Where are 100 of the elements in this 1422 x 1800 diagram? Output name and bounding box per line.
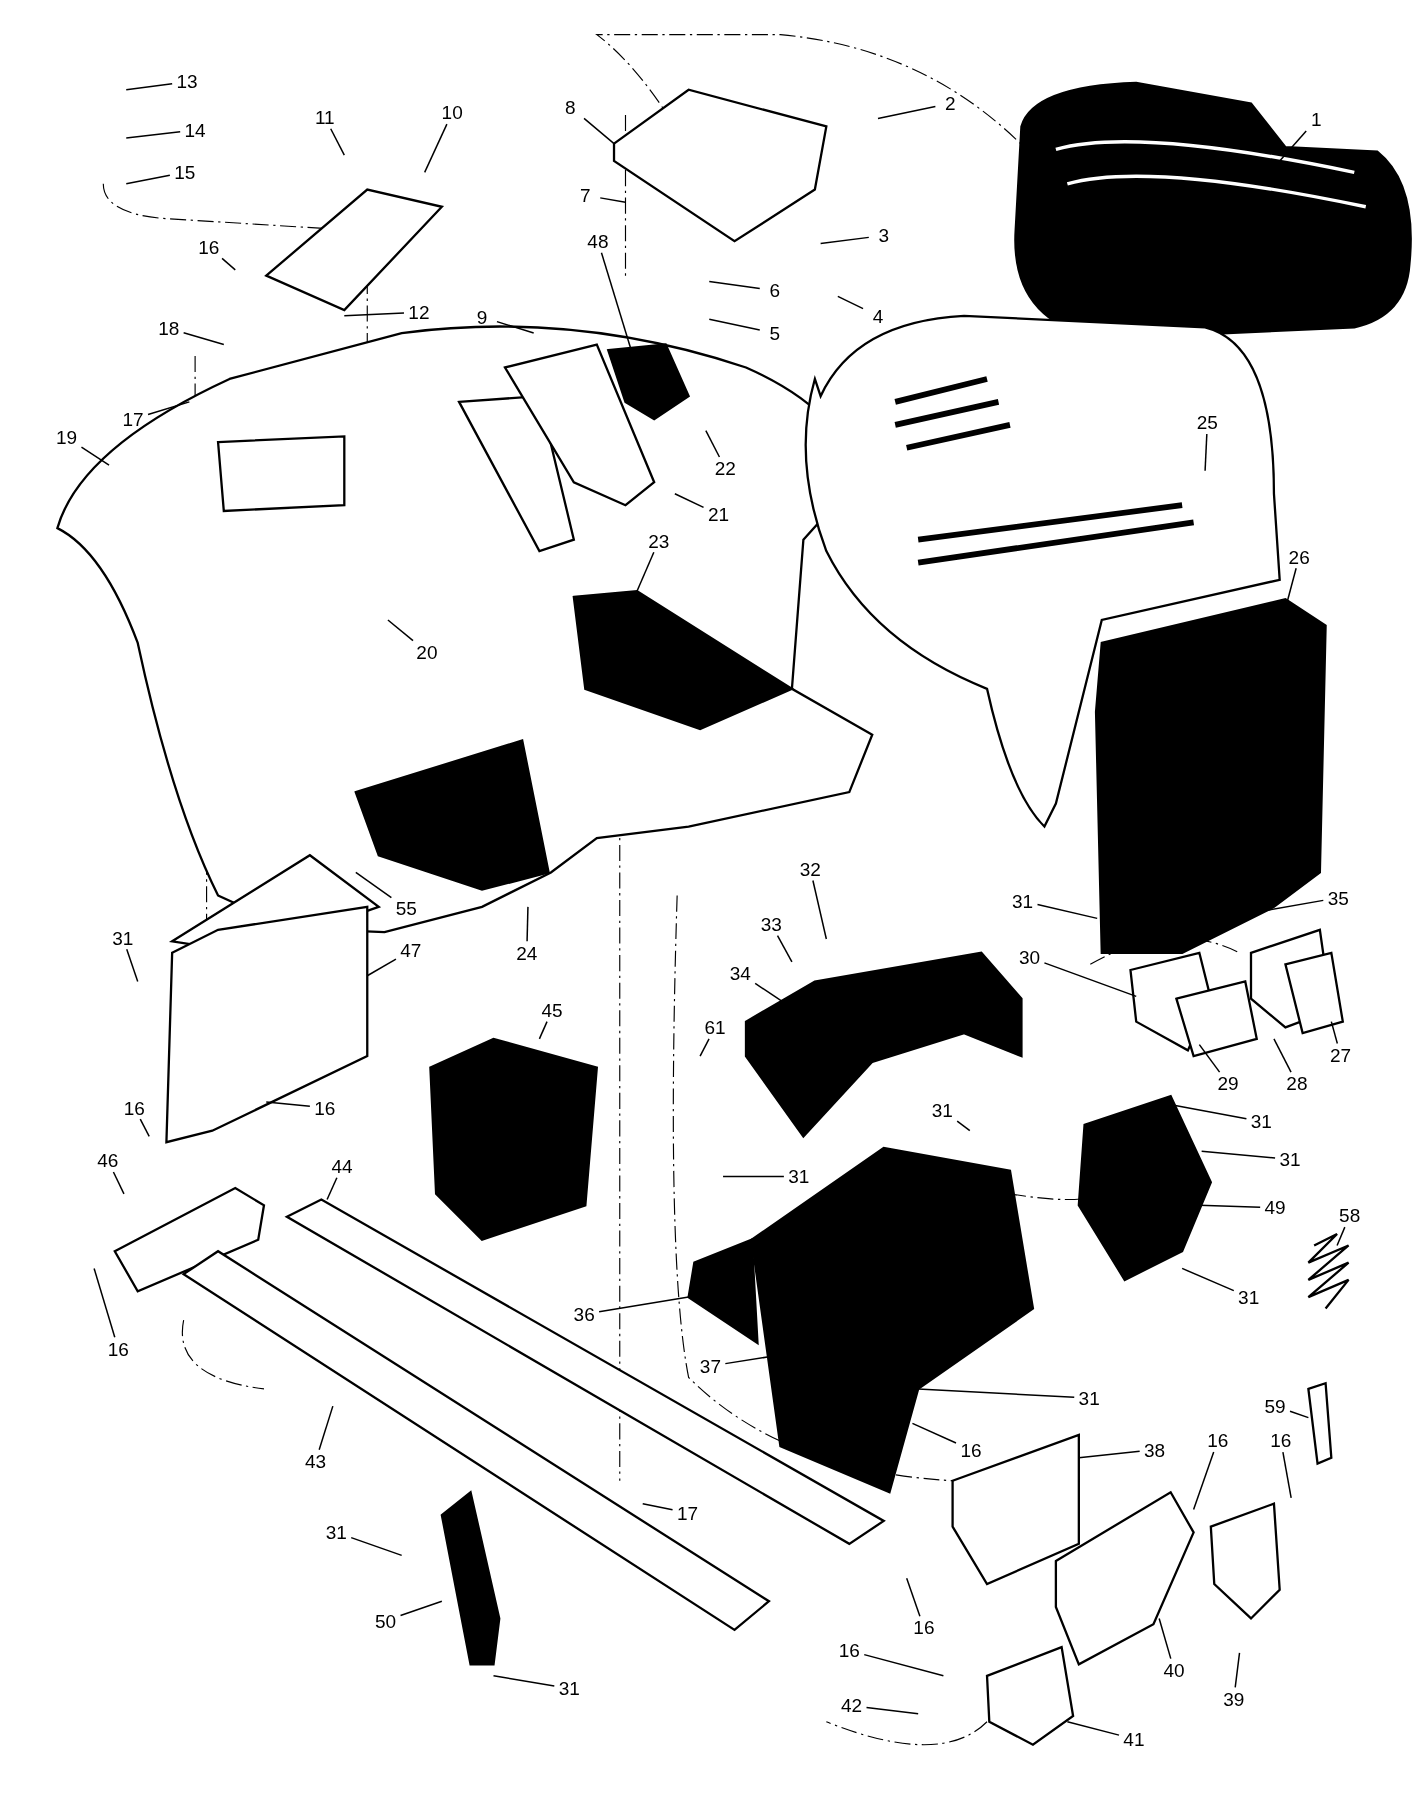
callout-number: 47 — [399, 940, 423, 960]
leader-line — [819, 236, 870, 245]
leader-line — [387, 619, 414, 642]
leader-line — [423, 123, 448, 174]
callout-number: 18 — [157, 318, 181, 338]
leader-line — [708, 280, 761, 290]
leader-line — [326, 1177, 338, 1201]
leader-line — [812, 879, 828, 940]
leader-line — [112, 1171, 125, 1195]
leader-line — [598, 1296, 690, 1313]
leader-line — [139, 1118, 150, 1138]
callout-number: 23 — [647, 531, 671, 551]
callout-number: 31 — [1011, 891, 1035, 911]
leader-line — [877, 105, 937, 120]
leader-line — [837, 295, 864, 310]
leader-line — [1289, 1410, 1310, 1419]
callout-number: 16 — [912, 1617, 936, 1637]
callout-number: 2 — [944, 93, 957, 113]
callout-number: 7 — [579, 185, 592, 205]
leader-line — [526, 906, 529, 943]
callout-number: 31 — [324, 1522, 348, 1542]
callout-number: 16 — [837, 1640, 861, 1660]
callout-number: 9 — [475, 307, 489, 327]
callout-number: 30 — [1017, 947, 1042, 967]
leader-line — [355, 871, 393, 899]
callout-number: 31 — [787, 1166, 811, 1186]
callout-number: 34 — [728, 963, 752, 983]
callout-number: 10 — [440, 102, 464, 122]
callout-number: 58 — [1338, 1205, 1362, 1225]
callout-number: 25 — [1195, 412, 1219, 432]
leader-line — [1204, 433, 1208, 472]
callout-number: 16 — [959, 1440, 983, 1460]
leader-line — [126, 948, 139, 983]
callout-number: 17 — [675, 1503, 700, 1523]
callout-number: 31 — [930, 1100, 954, 1120]
callout-number: 13 — [175, 72, 199, 91]
leader-line — [911, 1422, 957, 1444]
callout-number: 5 — [768, 323, 781, 343]
leader-line — [1278, 130, 1307, 162]
leader-line — [221, 257, 237, 271]
callout-number: 48 — [586, 231, 610, 251]
leader-line — [1158, 1617, 1172, 1660]
callout-number: 28 — [1285, 1073, 1309, 1093]
callout-number: 36 — [572, 1304, 596, 1324]
callout-number: 44 — [330, 1156, 354, 1176]
leader-line — [80, 446, 110, 466]
leader-line — [705, 429, 721, 458]
callout-number: 16 — [197, 237, 221, 257]
leader-line — [1234, 1652, 1241, 1689]
leader-line — [125, 82, 173, 91]
leader-line — [1078, 1450, 1141, 1459]
callout-number: 16 — [1206, 1430, 1230, 1450]
leader-line — [496, 320, 535, 334]
callout-number: 38 — [1143, 1440, 1167, 1460]
leader-line — [1066, 1721, 1120, 1736]
leader-line — [492, 1675, 556, 1687]
callout-number: 31 — [1237, 1287, 1261, 1307]
callout-number: 26 — [1287, 547, 1311, 567]
callout-number: 1 — [1310, 109, 1323, 129]
leader-line — [1181, 1267, 1235, 1292]
callout-number: 37 — [698, 1356, 722, 1376]
leader-line — [399, 1600, 443, 1617]
leader-line — [182, 332, 225, 346]
callout-number: 50 — [374, 1611, 398, 1631]
callout-number: 27 — [1328, 1045, 1353, 1065]
callout-number: 31 — [1278, 1149, 1302, 1169]
callout-number: 40 — [1162, 1660, 1186, 1680]
callout-number: 19 — [55, 427, 79, 447]
callout-number: 31 — [111, 928, 135, 948]
callout-number: 61 — [703, 1017, 727, 1037]
leader-line — [93, 1267, 116, 1338]
leader-line — [265, 1101, 311, 1107]
callout-number: 4 — [871, 306, 885, 326]
callout-number: 20 — [415, 642, 439, 662]
leader-line — [708, 318, 761, 331]
leader-line — [329, 128, 346, 156]
callout-number: 31 — [1077, 1388, 1101, 1408]
callout-number: 24 — [515, 943, 539, 963]
callout-number: 15 — [173, 162, 197, 182]
leader-line — [699, 1038, 710, 1057]
callout-number: 55 — [394, 898, 418, 918]
callout-number: 16 — [122, 1098, 146, 1117]
leader-line — [343, 312, 405, 317]
callout-number: 11 — [313, 107, 336, 127]
leader-line — [538, 1020, 548, 1040]
leader-line — [956, 1120, 971, 1132]
leader-line — [776, 934, 793, 963]
callout-number: 49 — [1263, 1197, 1287, 1217]
leader-line — [1192, 1451, 1215, 1511]
callout-number: 46 — [96, 1150, 120, 1170]
leader-line — [1273, 1038, 1292, 1073]
callout-number: 39 — [1222, 1689, 1246, 1709]
leader-line — [125, 130, 181, 139]
leader-line — [917, 1388, 1075, 1399]
callout-number: 31 — [557, 1678, 581, 1698]
callout-number: 12 — [407, 302, 431, 322]
leader-line — [1200, 1150, 1276, 1159]
callout-number: 42 — [840, 1695, 864, 1715]
callout-number: 21 — [706, 504, 730, 524]
leader-line — [863, 1653, 945, 1677]
